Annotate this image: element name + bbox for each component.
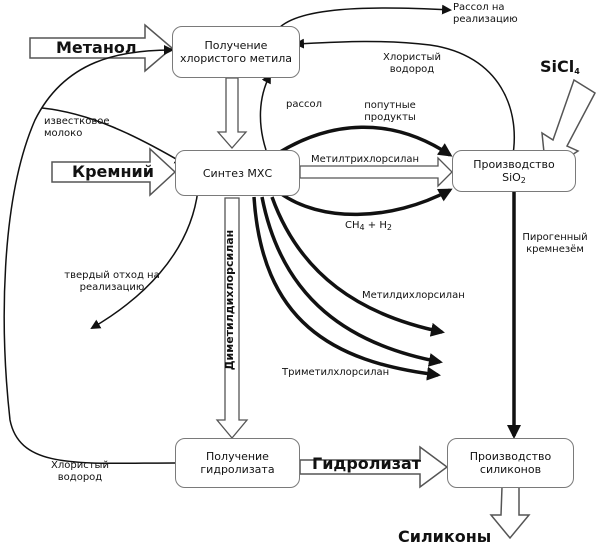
byproducts-label: попутные продукты (364, 100, 416, 123)
h2-text: + H (364, 220, 387, 231)
dimethyldichlorosilane-label: Диметилдихлорсилан (223, 229, 236, 371)
methyldichlorosilane-label: Метилдихлорсилан (362, 290, 465, 301)
chloromethyl-to-synthesis-flow (216, 77, 248, 149)
silicones-label: Силиконы (398, 527, 492, 546)
brine-loop-arrow (259, 73, 271, 151)
sicl4-label: SiCl4 (540, 58, 580, 76)
sio2-production-box: Производство SiO2 (452, 150, 576, 192)
hcl-top-label: Хлористый водород (383, 52, 441, 75)
pyrogenic-silica-label: Пирогенный кремнезём (522, 232, 588, 255)
solid-waste-arrow (90, 189, 199, 330)
synthesis-to-hydrolysate-flow (215, 197, 249, 440)
sio2-subscript: 2 (520, 176, 526, 185)
trimethylchlorosilane-label: Триметилхлорсилан (282, 367, 390, 378)
trimethylchlorosilane-arrow-1 (260, 196, 443, 367)
byproducts-arrow (279, 125, 453, 157)
hcl-bottom-label: Хлористый водород (51, 460, 109, 483)
ch4-text: CH (345, 220, 360, 231)
mcs-synthesis-label: Синтез МХС (202, 166, 273, 180)
methyldichlorosilane-arrow (270, 196, 445, 337)
mcs-synthesis-box: Синтез МХС (175, 150, 300, 196)
silicones-production-label: Производство силиконов (469, 450, 552, 476)
trimethylchlorosilane-arrow-2 (252, 196, 441, 381)
silicones-production-box: Производство силиконов (447, 438, 574, 488)
lime-milk-arrow (41, 107, 185, 165)
methyltrichlorosilane-flow (299, 156, 453, 188)
ch4-subscript: 4 (359, 223, 365, 232)
brine-sale-label: Рассол на реализацию (453, 2, 518, 25)
sicl4-text: SiCl (540, 57, 575, 76)
sio2-production-text: Производство SiO (473, 158, 555, 184)
hydrolysate-output-arrow (299, 445, 449, 489)
hydrolysate-label: Получение гидролизата (200, 450, 275, 476)
hydrolysate-box: Получение гидролизата (175, 438, 300, 488)
silicon-input-arrow (51, 147, 177, 197)
ch4-h2-label: CH4 + H2 (345, 220, 392, 232)
sicl4-subscript: 4 (574, 67, 580, 76)
ch4-h2-arrow (278, 188, 453, 217)
hydrolysate-flow-label: Гидролизат (312, 454, 422, 473)
brine-label: рассол (286, 99, 322, 110)
hcl-recycle-bottom-arrow (3, 45, 176, 465)
chloromethyl-label: Получение хлористого метила (180, 39, 292, 65)
methyltrichlorosilane-label: Метилтрихлорсилан (311, 154, 419, 165)
methanol-input-arrow (29, 23, 174, 73)
silicon-label: Кремний (72, 162, 154, 181)
silicones-output-arrow (489, 486, 531, 540)
chloromethyl-box: Получение хлористого метила (172, 26, 300, 78)
h2-subscript: 2 (386, 223, 392, 232)
hcl-recycle-top-arrow (294, 38, 516, 161)
lime-milk-label: известковое молоко (44, 116, 110, 139)
brine-sale-arrow (274, 4, 452, 34)
sio2-production-label: Производство SiO2 (464, 158, 564, 185)
methanol-label: Метанол (56, 38, 137, 57)
solid-waste-label: твердый отход на реализацию (64, 270, 160, 293)
